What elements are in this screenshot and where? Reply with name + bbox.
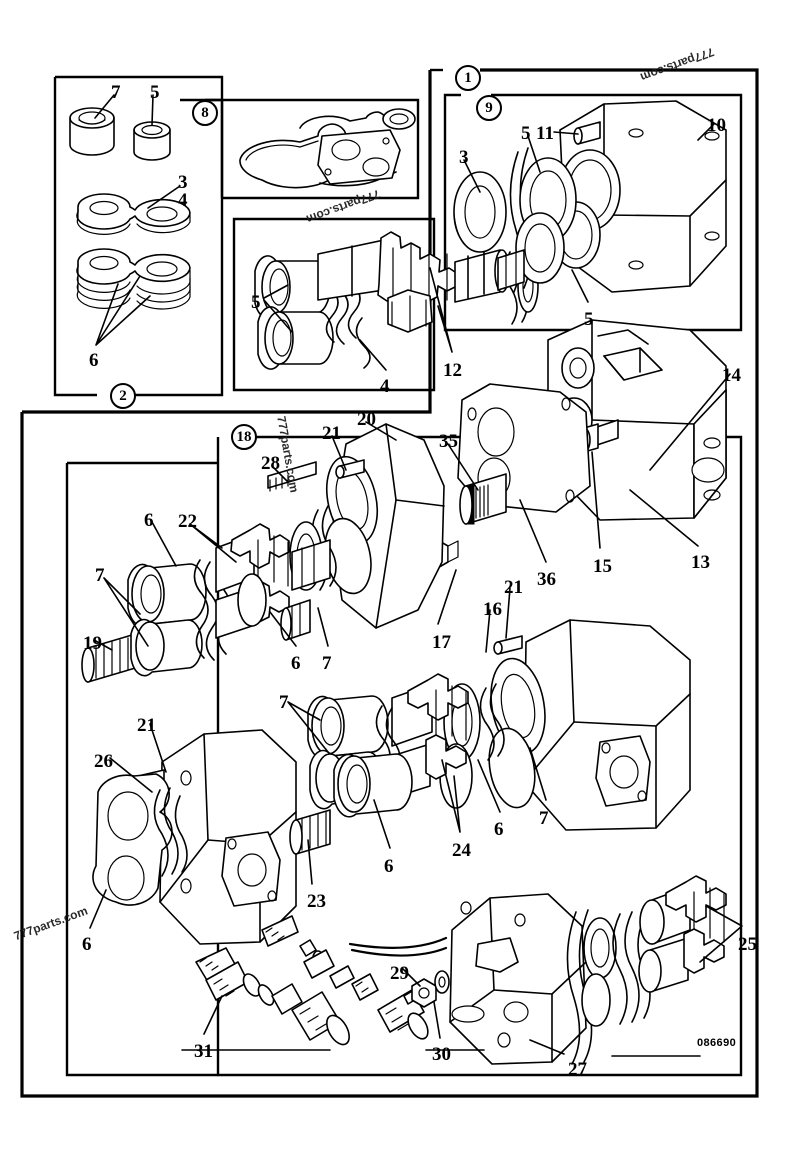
callout-number-7: 7: [539, 808, 549, 829]
callout-number-21: 21: [322, 423, 341, 444]
callout-number-28: 28: [261, 453, 280, 474]
callout-number-5: 5: [521, 123, 531, 144]
callout-number-3: 3: [459, 147, 469, 168]
callout-number-7: 7: [279, 692, 289, 713]
assembly-group-circle-1: 1: [455, 65, 481, 91]
assembly-group-circle-8: 8: [192, 100, 218, 126]
callout-number-6: 6: [494, 819, 504, 840]
callout-number-36: 36: [537, 569, 556, 590]
callout-number-29: 29: [390, 963, 409, 984]
callout-number-12: 12: [443, 360, 462, 381]
callout-number-6: 6: [291, 653, 301, 674]
callout-number-15: 15: [593, 556, 612, 577]
callout-number-6: 6: [384, 856, 394, 877]
callout-number-5: 5: [150, 82, 160, 103]
callout-number-6: 6: [144, 510, 154, 531]
assembly-group-circle-9: 9: [476, 95, 502, 121]
callout-number-13: 13: [691, 552, 710, 573]
callout-number-30: 30: [432, 1044, 451, 1065]
callout-number-7: 7: [322, 653, 332, 674]
callout-number-31: 31: [194, 1041, 213, 1062]
drawing-number: 086690: [697, 1037, 737, 1049]
callout-number-20: 20: [357, 409, 376, 430]
callout-number-17: 17: [432, 632, 451, 653]
assembly-group-circle-2: 2: [110, 383, 136, 409]
callout-number-5: 5: [584, 309, 594, 330]
callout-number-19: 19: [83, 633, 102, 654]
callout-number-14: 14: [722, 365, 741, 386]
callout-number-7: 7: [95, 565, 105, 586]
callout-number-22: 22: [178, 511, 197, 532]
callout-number-24: 24: [452, 840, 471, 861]
callout-number-25: 25: [738, 934, 757, 955]
callout-number-7: 7: [111, 82, 121, 103]
callout-number-21: 21: [137, 715, 156, 736]
callout-number-5: 5: [251, 292, 261, 313]
callout-number-35: 35: [439, 431, 458, 452]
callout-number-3: 3: [178, 172, 188, 193]
callout-number-4: 4: [380, 376, 390, 397]
callout-number-6: 6: [82, 934, 92, 955]
callout-number-16: 16: [483, 599, 502, 620]
callout-number-23: 23: [307, 891, 326, 912]
callout-number-21: 21: [504, 577, 523, 598]
callout-number-4: 4: [178, 190, 188, 211]
callout-number-26: 26: [94, 751, 113, 772]
assembly-group-circle-18: 18: [231, 424, 257, 450]
callout-number-27: 27: [568, 1059, 587, 1080]
callout-number-10: 10: [707, 115, 726, 136]
callout-number-11: 11: [536, 123, 554, 144]
callout-number-6: 6: [89, 350, 99, 371]
